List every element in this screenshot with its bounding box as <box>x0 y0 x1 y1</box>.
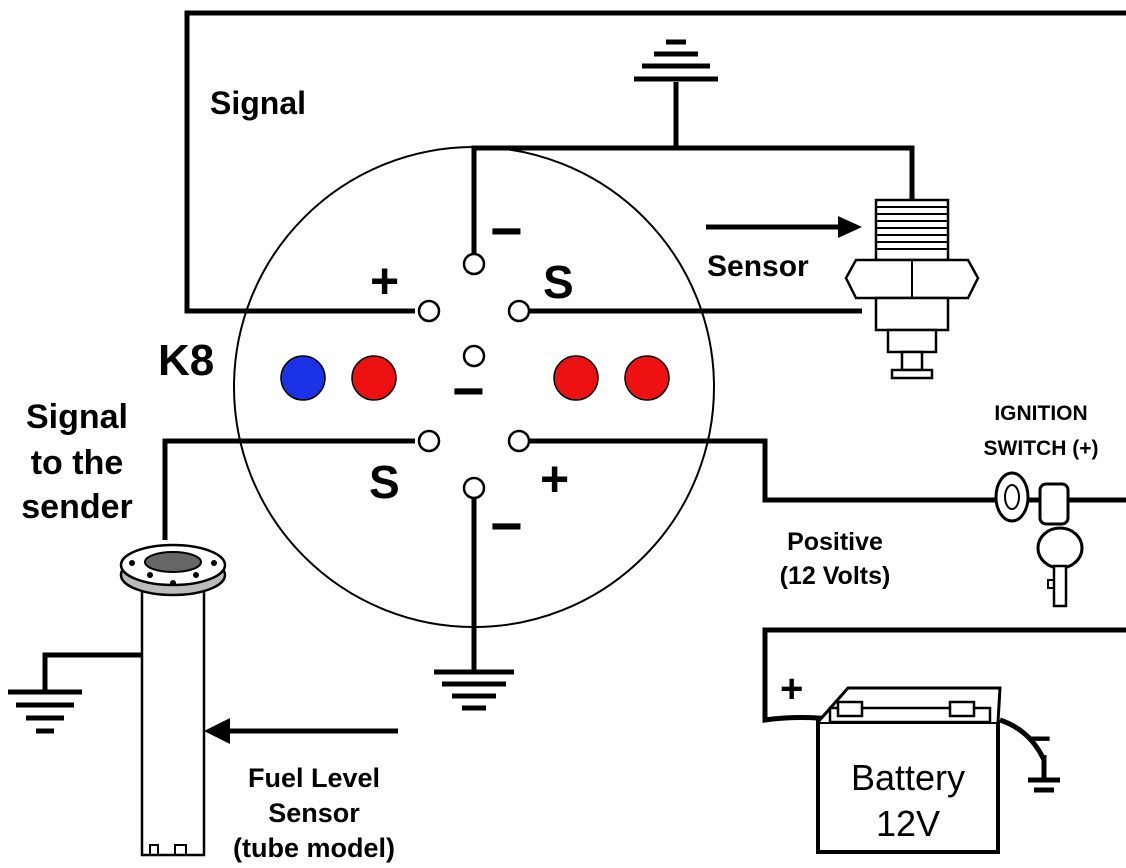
positive-wire <box>528 438 1126 503</box>
symbol-top-minus: − <box>490 199 523 262</box>
ground-icon-tube <box>8 689 82 734</box>
symbol-bottom-minus: − <box>490 494 523 557</box>
label-fuel-1: Fuel Level <box>248 763 380 793</box>
sensor-ground-wire <box>471 145 915 258</box>
pin-bottom-s <box>417 429 441 453</box>
label-ignition-1: IGNITION <box>994 402 1087 425</box>
ground-icon-battery <box>1028 755 1060 793</box>
label-sensor: Sensor <box>707 250 809 283</box>
pin-bottom-plus <box>507 429 531 453</box>
pin-top-plus <box>417 299 441 323</box>
label-positive-2: (12 Volts) <box>780 562 891 590</box>
indicator-red-2 <box>553 355 599 401</box>
indicator-red-1 <box>351 355 397 401</box>
fuel-tube-sensor-icon <box>119 543 227 857</box>
symbol-top-plus: + <box>370 253 399 309</box>
pin-center <box>462 344 486 368</box>
sensor-arrow-icon <box>706 216 862 238</box>
label-battery-1: Battery <box>851 757 965 798</box>
connector-outline <box>233 146 715 628</box>
label-positive-1: Positive <box>787 528 883 556</box>
ground-icon-top <box>634 39 718 82</box>
symbol-center-minus: − <box>452 359 485 422</box>
pin-bottom-minus <box>462 476 486 500</box>
symbol-battery-plus: + <box>780 667 803 711</box>
battery-neg-wire <box>999 717 1047 762</box>
sender-signal-wire <box>162 438 415 540</box>
label-fuel-2: Sensor <box>268 798 360 828</box>
ground-icon-bottom <box>434 669 514 711</box>
signal-wire-top <box>184 10 1126 314</box>
label-signal-sender-2: to the <box>31 444 124 482</box>
label-battery-2: 12V <box>876 803 940 844</box>
label-connector-k8: K8 <box>158 336 214 385</box>
battery-icon <box>816 686 1002 854</box>
pin-top-minus <box>462 252 486 276</box>
tube-ground-wire <box>42 652 142 690</box>
ignition-key-icon <box>994 471 1084 608</box>
label-signal-sender-3: sender <box>21 488 133 526</box>
pin-top-s <box>507 299 531 323</box>
label-signal-top: Signal <box>210 85 306 121</box>
label-ignition-2: SWITCH (+) <box>984 437 1099 460</box>
pressure-sensor-icon <box>844 198 980 380</box>
label-signal-sender-1: Signal <box>26 398 128 436</box>
symbol-top-s: S <box>543 256 574 308</box>
indicator-red-3 <box>624 355 670 401</box>
symbol-bottom-s: S <box>369 456 400 508</box>
symbol-battery-minus: − <box>1028 717 1051 761</box>
fuel-arrow-icon <box>204 718 398 744</box>
label-fuel-3: (tube model) <box>233 833 395 863</box>
indicator-blue <box>280 355 326 401</box>
symbol-bottom-plus: + <box>540 451 569 507</box>
